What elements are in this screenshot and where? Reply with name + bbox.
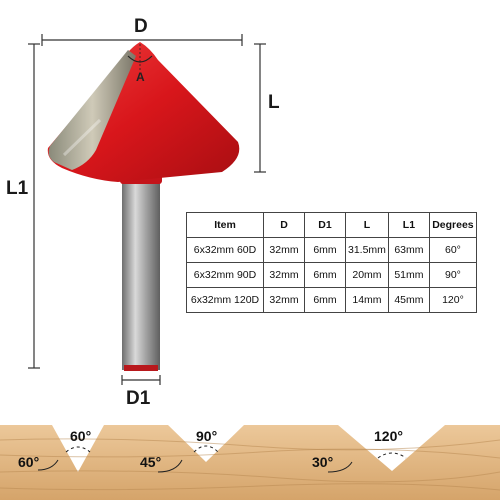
header-d1: D1 bbox=[304, 212, 346, 238]
carbide-blade bbox=[48, 50, 136, 170]
cell-d1: 6mm bbox=[304, 237, 346, 263]
cell-d: 32mm bbox=[263, 287, 305, 313]
shank-end-mark bbox=[124, 365, 158, 371]
table-row: 6x32mm 120D 32mm 6mm 14mm 45mm 120° bbox=[186, 287, 477, 313]
spec-table: Item D D1 L L1 Degrees 6x32mm 60D 32mm 6… bbox=[186, 212, 477, 313]
cut-length-dimension bbox=[254, 43, 266, 173]
blade-highlight bbox=[62, 118, 102, 157]
header-l1: L1 bbox=[387, 212, 430, 238]
label-groove-60: 60° bbox=[70, 428, 92, 444]
label-wall-90: 45° bbox=[140, 454, 162, 470]
table-row: 6x32mm 90D 32mm 6mm 20mm 51mm 90° bbox=[186, 262, 477, 288]
wood-board bbox=[0, 425, 500, 500]
cell-degrees: 120° bbox=[428, 287, 477, 313]
cell-l: 20mm bbox=[345, 262, 389, 288]
groove-angle-arcs bbox=[65, 445, 407, 459]
cell-l1: 45mm bbox=[387, 287, 430, 313]
label-overall-length: L1 bbox=[6, 178, 29, 199]
label-cut-length: L bbox=[268, 92, 280, 113]
cell-degrees: 60° bbox=[428, 237, 477, 263]
cell-d: 32mm bbox=[263, 262, 305, 288]
wall-angle-arcs bbox=[37, 459, 353, 473]
cell-d1: 6mm bbox=[304, 262, 346, 288]
cell-l1: 63mm bbox=[387, 237, 430, 263]
cell-degrees: 90° bbox=[428, 262, 477, 288]
overall-length-dimension bbox=[28, 43, 40, 369]
header-d: D bbox=[263, 212, 305, 238]
shank-diameter-dimension bbox=[121, 375, 161, 385]
wood-grain bbox=[0, 438, 500, 491]
table-row: 6x32mm 60D 32mm 6mm 31.5mm 63mm 60° bbox=[186, 237, 477, 263]
cell-l: 31.5mm bbox=[345, 237, 389, 263]
header-l: L bbox=[345, 212, 389, 238]
label-shank-diameter: D1 bbox=[126, 388, 151, 409]
cell-item: 6x32mm 90D bbox=[186, 262, 264, 288]
cell-l1: 51mm bbox=[387, 262, 430, 288]
cell-item: 6x32mm 120D bbox=[186, 287, 264, 313]
cell-d: 32mm bbox=[263, 237, 305, 263]
cell-l: 14mm bbox=[345, 287, 389, 313]
header-item: Item bbox=[186, 212, 264, 238]
cell-item: 6x32mm 60D bbox=[186, 237, 264, 263]
diameter-dimension bbox=[41, 34, 243, 46]
label-wall-60: 60° bbox=[18, 454, 40, 470]
cell-d1: 6mm bbox=[304, 287, 346, 313]
label-groove-120: 120° bbox=[374, 428, 403, 444]
header-degrees: Degrees bbox=[428, 212, 477, 238]
label-wall-120: 30° bbox=[312, 454, 334, 470]
label-groove-90: 90° bbox=[196, 428, 218, 444]
bit-shank bbox=[122, 182, 160, 370]
label-tip-angle: A bbox=[136, 70, 145, 84]
label-diameter: D bbox=[134, 16, 148, 37]
spec-table-header-row: Item D D1 L L1 Degrees bbox=[186, 212, 477, 238]
